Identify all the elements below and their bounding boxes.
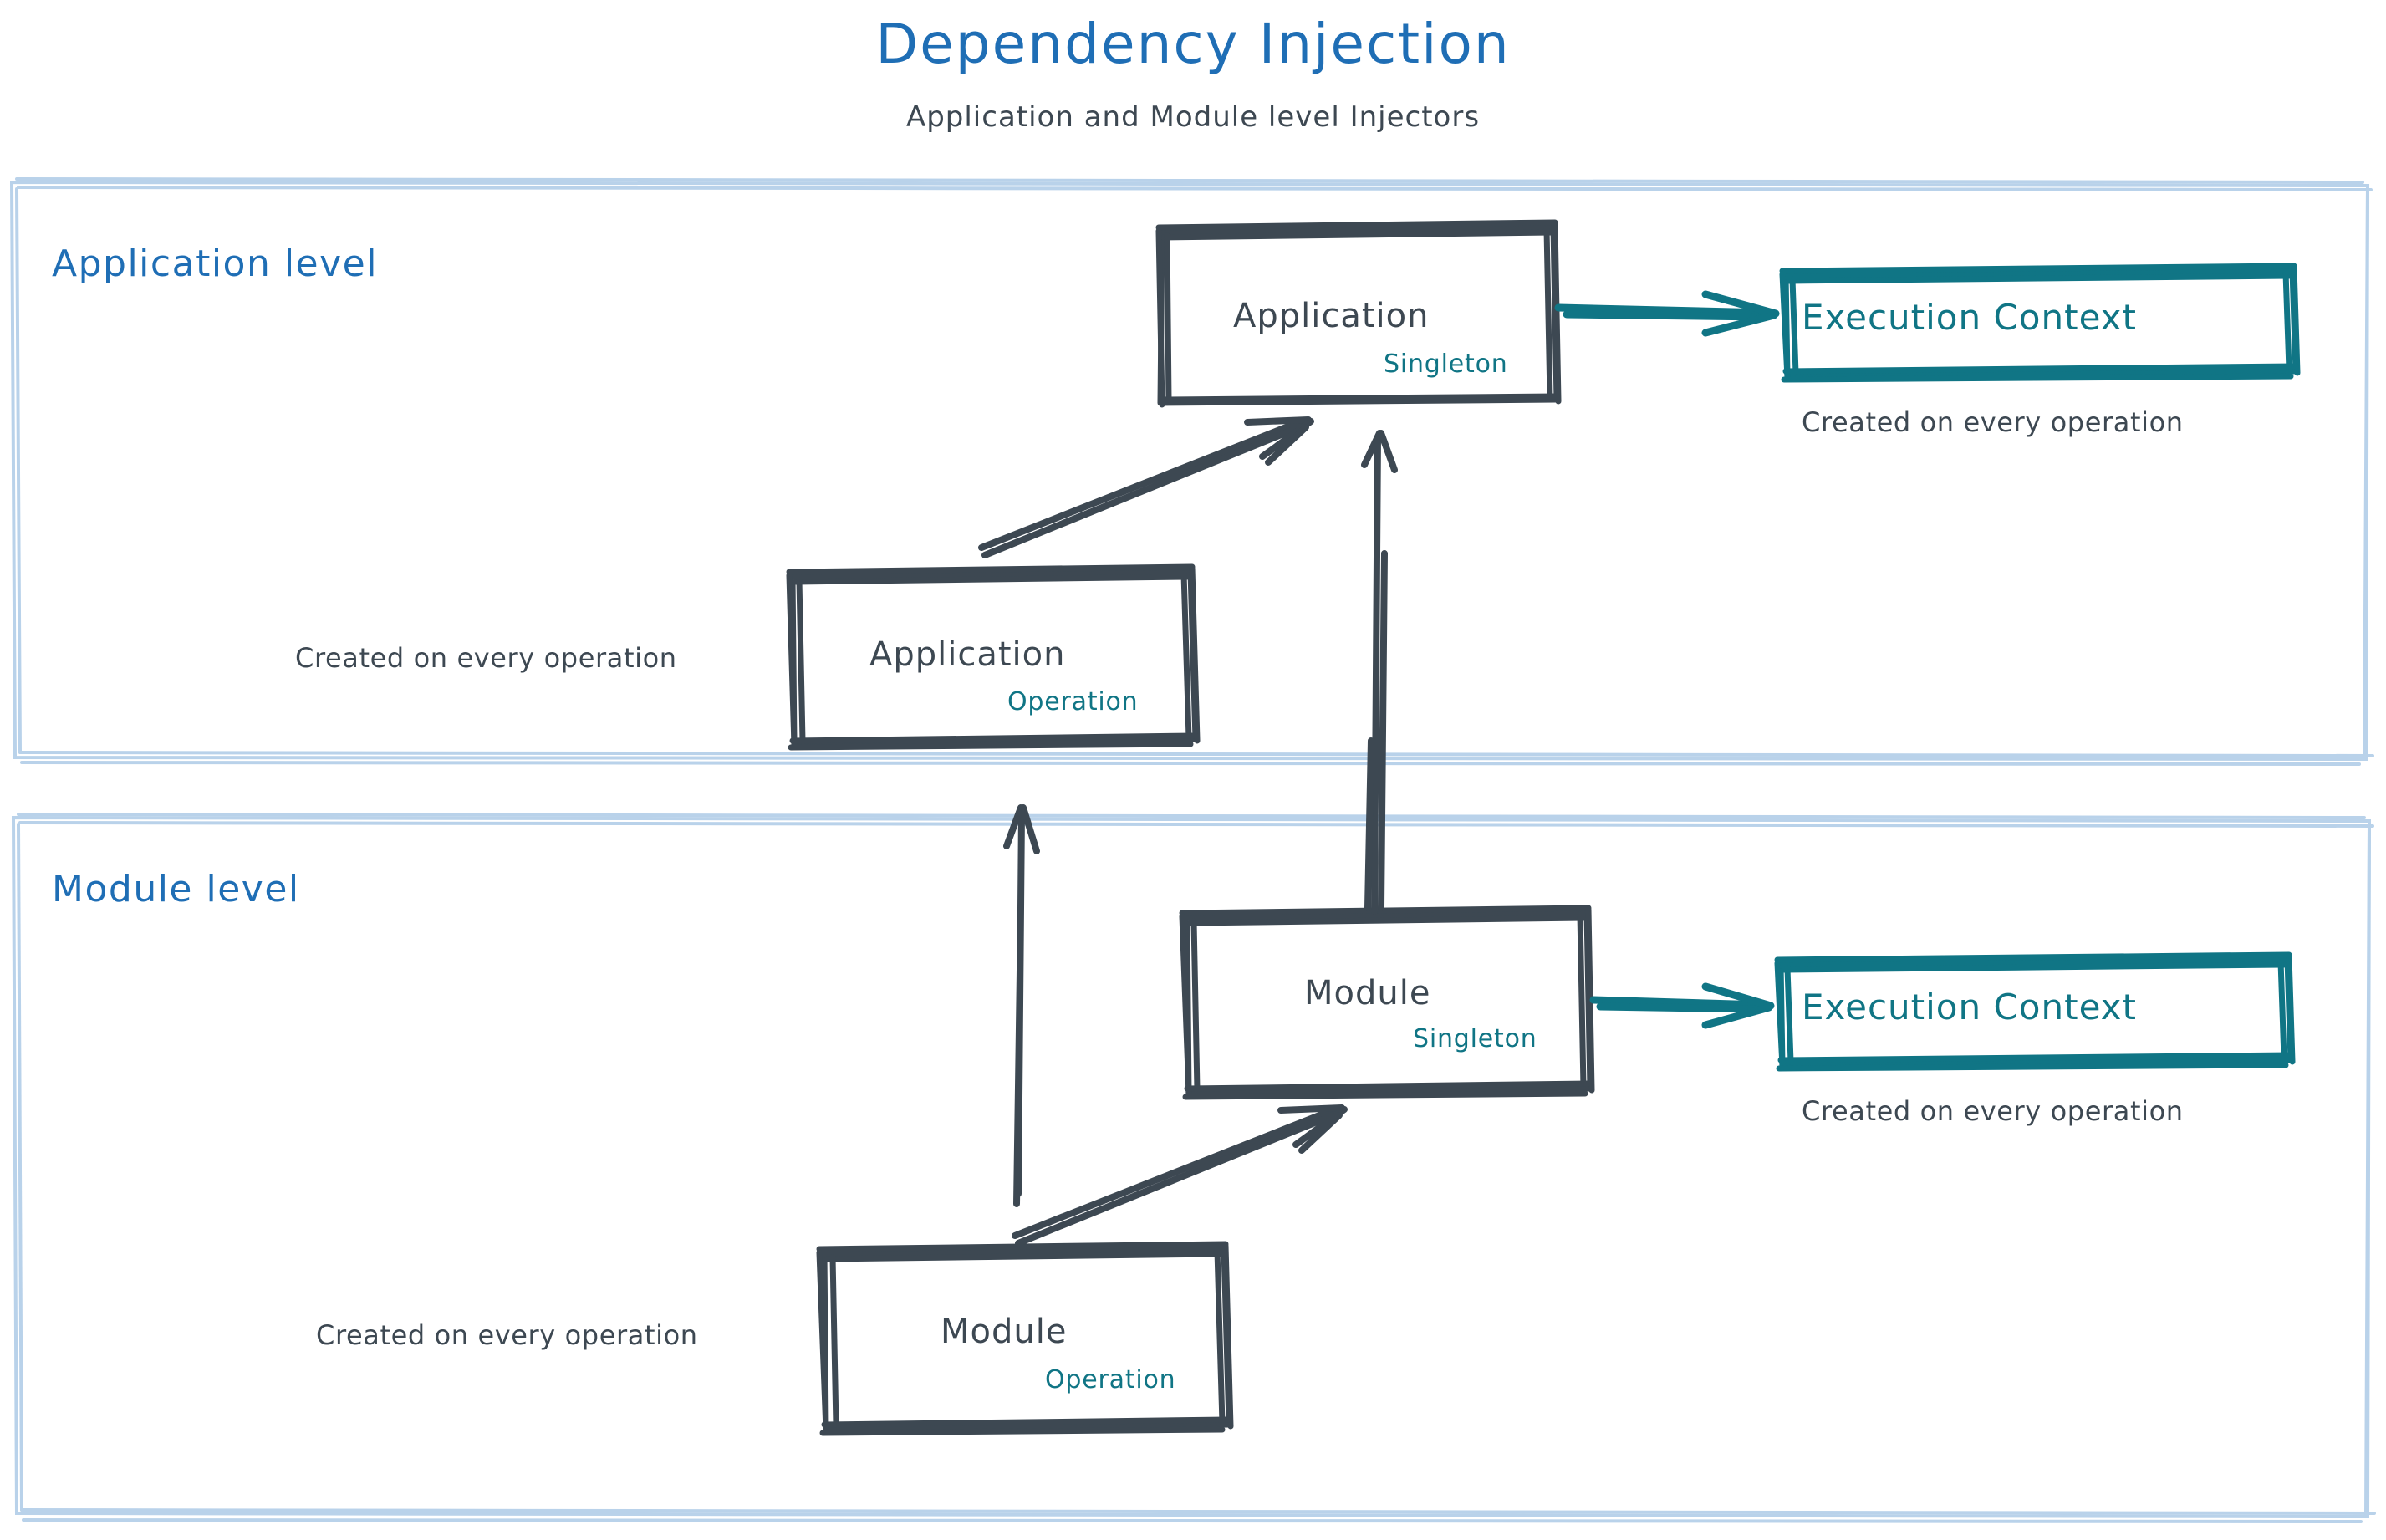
edge-app-op-to-app-singleton — [978, 416, 1314, 558]
node-label-execution-context-application[interactable]: Execution Context — [1802, 297, 2137, 338]
note-execution-context-application: Created on every operation — [1802, 406, 2184, 438]
node-label-application-singleton[interactable]: Application — [1233, 297, 1430, 335]
note-module-operation: Created on every operation — [316, 1319, 698, 1351]
node-tag-module-operation: Operation — [1045, 1365, 1176, 1395]
edge-mod-op-to-mod-singleton — [1012, 1104, 1348, 1247]
node-label-module-operation[interactable]: Module — [941, 1313, 1068, 1351]
note-execution-context-module: Created on every operation — [1802, 1095, 2184, 1127]
node-label-module-singleton[interactable]: Module — [1304, 974, 1431, 1012]
edge-mod-singleton-to-app-singleton — [1361, 430, 1398, 915]
section-label-module-level: Module level — [52, 868, 300, 910]
node-tag-application-operation: Operation — [1007, 687, 1139, 716]
edge-mod-singleton-to-context — [1589, 982, 1775, 1029]
node-tag-module-singleton: Singleton — [1413, 1024, 1537, 1053]
page-subtitle: Application and Module level Injectors — [905, 100, 1481, 134]
edge-mod-op-to-app-op — [1003, 804, 1040, 1207]
node-label-execution-context-module[interactable]: Execution Context — [1802, 987, 2137, 1028]
section-label-application-level: Application level — [52, 242, 378, 285]
node-label-application-operation[interactable]: Application — [869, 635, 1066, 674]
page-title: Dependency Injection — [875, 12, 1511, 76]
node-tag-application-singleton: Singleton — [1384, 349, 1508, 379]
section-box-module-level — [11, 813, 2376, 1523]
edge-app-singleton-to-context — [1554, 290, 1780, 337]
note-application-operation: Created on every operation — [295, 642, 677, 674]
